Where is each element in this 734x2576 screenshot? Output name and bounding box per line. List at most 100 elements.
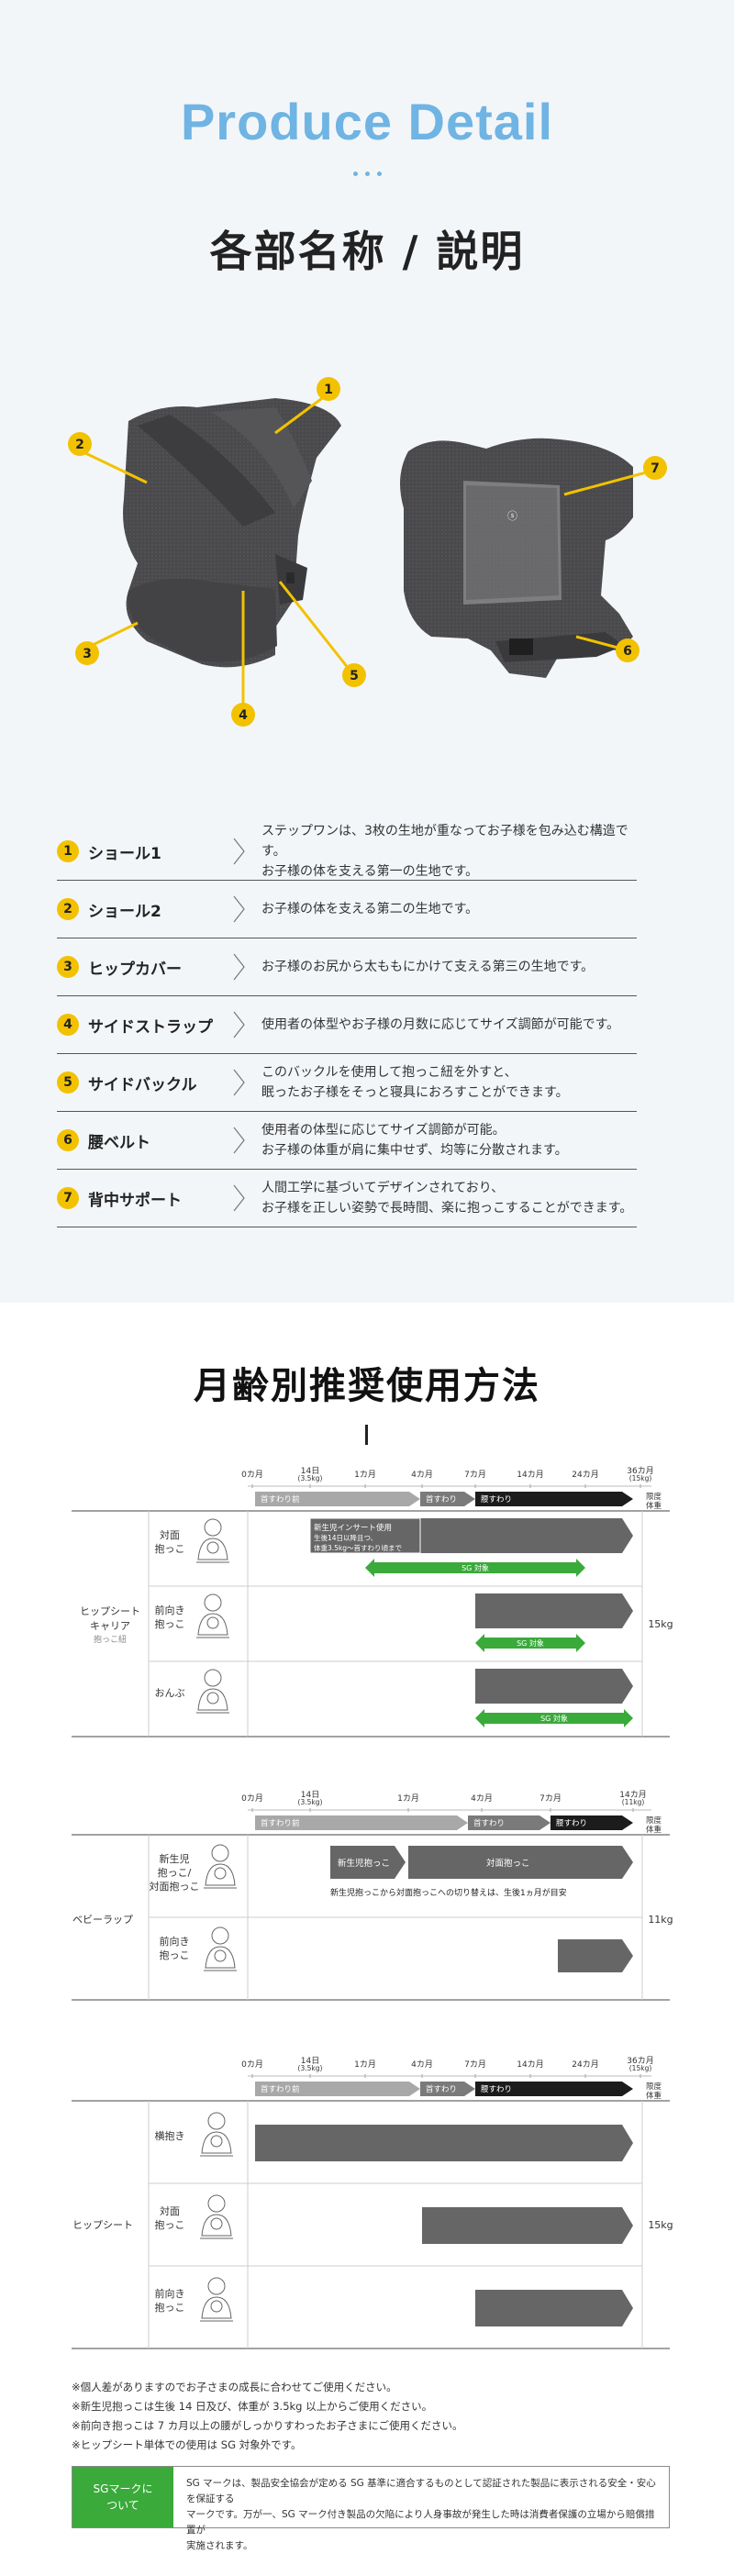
column-label: 0カ月 xyxy=(241,1793,263,1804)
range-arrow xyxy=(475,1669,633,1704)
column-label: 7カ月 xyxy=(464,2060,486,2070)
range-arrow xyxy=(422,2207,633,2244)
product-label: ヒップシート xyxy=(80,1605,140,1617)
range-arrow xyxy=(408,1846,633,1879)
stage-bar-neck xyxy=(420,1492,475,1506)
front-carrier-image xyxy=(123,398,341,668)
row-label: 前向き xyxy=(155,1604,185,1616)
stage-label: 首すわり xyxy=(473,1818,505,1828)
row-note: 生後14日以降且つ、 xyxy=(314,1533,377,1542)
stage-label: 首すわり前 xyxy=(261,1818,300,1828)
sg-info-box: SGマークについて SG マークは、製品安全協会が定める SG 基準に適合するも… xyxy=(72,2466,670,2551)
column-sublabel: (15kg) xyxy=(629,2064,652,2072)
callout-5: 5 xyxy=(350,669,359,683)
limit-label: 限度 xyxy=(646,1815,662,1826)
row-label: 前向き xyxy=(155,2287,185,2300)
carry-pose-icon xyxy=(200,2112,233,2157)
note-line: ※ヒップシート単体での使用は SG 対象外です。 xyxy=(72,2438,302,2451)
stage-bar-hip xyxy=(475,1492,633,1506)
part-description: ステップワンは、3枚の生地が重なってお子様を包み込む構造です。お子様の体を支える… xyxy=(249,821,637,882)
usage-notes: ※個人差がありますのでお子さまの成長に合わせてご使用ください。※新生児抱っこは生… xyxy=(72,2378,463,2455)
table-header xyxy=(248,1484,651,1488)
callout-badges xyxy=(68,377,667,727)
column-label: 14カ月 xyxy=(517,2060,543,2070)
part-description: このバックルを使用して抱っこ紐を外すと、眠ったお子様をそっと寝具におろすことがで… xyxy=(249,1062,569,1103)
part-desc-line: このバックルを使用して抱っこ紐を外すと、 xyxy=(261,1065,517,1080)
chevron-right-icon xyxy=(233,1069,245,1096)
title-dots xyxy=(0,162,734,180)
chevron-right-icon xyxy=(233,1011,245,1038)
part-desc-line: お子様の体を支える第二の生地です。 xyxy=(261,902,479,916)
carry-pose-icon xyxy=(196,1518,229,1563)
sg-range-arrow: SG 対象 xyxy=(365,1559,585,1577)
sg-target-label: SG 対象 xyxy=(462,1563,489,1572)
carry-pose-icon xyxy=(204,1926,237,1971)
title-divider xyxy=(365,1425,368,1445)
sg-target-label: SG 対象 xyxy=(540,1714,568,1723)
column-label: 14カ月 xyxy=(619,1790,646,1800)
product-label: ヒップシート xyxy=(72,2219,133,2231)
note-line: ※個人差がありますのでお子さまの成長に合わせてご使用ください。 xyxy=(72,2381,397,2393)
row-label: 対面 xyxy=(160,1528,180,1541)
stage-bar-neck xyxy=(420,2082,475,2096)
range-arrow xyxy=(475,2290,633,2326)
parts-section-title: 各部名称 / 説明 xyxy=(209,227,525,276)
sg-range-arrow: SG 対象 xyxy=(475,1634,585,1652)
range-arrow xyxy=(255,2125,633,2161)
row-label: 抱っこ xyxy=(160,1949,190,1961)
callout-2: 2 xyxy=(75,438,84,452)
carry-pose-icon xyxy=(196,1593,229,1638)
stage-label: 首すわり前 xyxy=(261,1494,300,1505)
usage-title: 月齢別推奨使用方法 xyxy=(194,1365,540,1407)
column-label: 4カ月 xyxy=(411,1470,433,1480)
arrow-label: 対面抱っこ xyxy=(486,1858,530,1869)
part-number-badge: 6 xyxy=(57,1129,79,1151)
row-note: 新生児インサート使用 xyxy=(314,1523,392,1533)
row-label: 抱っこ xyxy=(155,1617,185,1630)
part-desc-line: 使用者の体型に応じてサイズ調節が可能。 xyxy=(261,1123,506,1138)
part-name: 背中サポート xyxy=(88,1191,182,1210)
part-desc-line: ステップワンは、3枚の生地が重なってお子様を包み込む構造です。 xyxy=(261,824,628,859)
chevron-right-icon xyxy=(233,1184,245,1212)
row-label: おんぶ xyxy=(155,1687,185,1699)
row-label: 新生児 xyxy=(160,1852,190,1865)
callout-7: 7 xyxy=(651,461,660,476)
callout-4: 4 xyxy=(239,708,248,723)
column-label: 36カ月 xyxy=(627,1466,653,1476)
part-desc-line: お子様の体を支える第一の生地です。 xyxy=(261,864,479,879)
product-detail-section: Produce Detail 各部名称 / 説明 xyxy=(0,0,734,1303)
column-label: 4カ月 xyxy=(411,2060,433,2070)
part-number-badge: 5 xyxy=(57,1071,79,1094)
arrow-label: 新生児抱っこ xyxy=(338,1858,390,1869)
row-label: 対面抱っこ xyxy=(150,1880,200,1893)
column-label: 14日 xyxy=(301,2056,319,2066)
part-desc-line: 使用者の体型やお子様の月数に応じてサイズ調節が可能です。 xyxy=(261,1017,620,1032)
column-label: 7カ月 xyxy=(464,1470,486,1480)
part-name: サイドバックル xyxy=(88,1075,197,1094)
weight-limit: 11kg xyxy=(648,1914,673,1926)
part-number-badge: 4 xyxy=(57,1014,79,1036)
column-sublabel: (15kg) xyxy=(629,1474,652,1482)
part-number-badge: 2 xyxy=(57,898,79,920)
range-arrow xyxy=(558,1939,633,1972)
sg-target-label: SG 対象 xyxy=(517,1638,544,1648)
callout-1: 1 xyxy=(324,383,333,397)
range-arrow xyxy=(475,1593,633,1628)
part-number-badge: 1 xyxy=(57,840,79,862)
note-line: ※前向き抱っこは 7 カ月以上の腰がしっかりすわったお子さまにご使用ください。 xyxy=(72,2419,463,2432)
column-sublabel: (3.5kg) xyxy=(298,1798,323,1806)
limit-label: 体重 xyxy=(646,2091,662,2101)
row-label: 抱っこ/ xyxy=(158,1866,192,1879)
product-label: キャリア xyxy=(90,1620,130,1632)
part-desc-line: お子様のお尻から太ももにかけて支える第三の生地です。 xyxy=(261,960,595,974)
stage-label: 首すわり xyxy=(426,2084,457,2094)
part-number-badge: 7 xyxy=(57,1187,79,1209)
part-name: ヒップカバー xyxy=(88,960,182,979)
product-sublabel: 抱っこ紐 xyxy=(94,1634,127,1645)
column-sublabel: (11kg) xyxy=(622,1798,645,1806)
